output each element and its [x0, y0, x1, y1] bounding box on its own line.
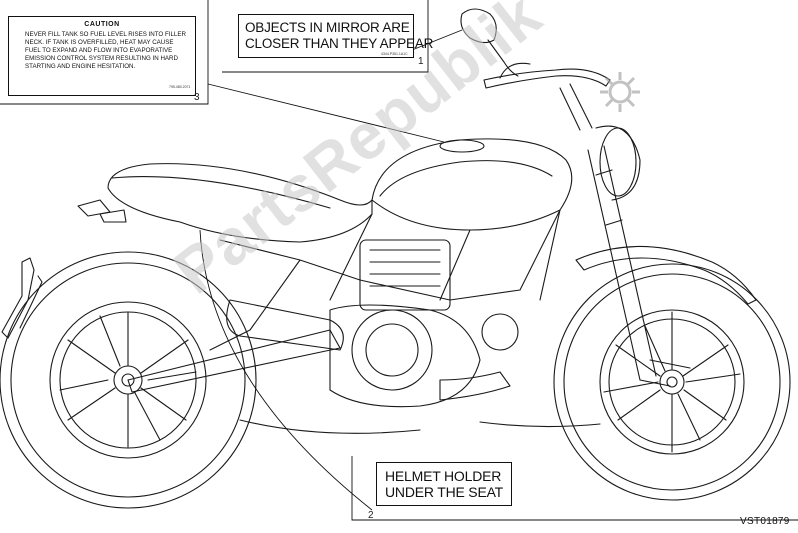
helmet-label: HELMET HOLDER UNDER THE SEAT — [376, 462, 512, 506]
caution-line-2: NECK. IF TANK IS OVERFILLED, HEAT MAY CA… — [25, 39, 174, 46]
helmet-line-1: HELMET HOLDER — [385, 468, 502, 484]
front-wheel — [553, 263, 791, 501]
motorcycle-drawing — [0, 8, 791, 509]
tail-light — [77, 199, 127, 223]
mirror-label: OBJECTS IN MIRROR ARE CLOSER THAN THEY A… — [238, 14, 433, 58]
rear-wheel — [0, 251, 257, 509]
caution-line-4: EMISSION CONTROL SYSTEM RESULTING IN HAR… — [25, 55, 178, 62]
swingarm — [127, 329, 341, 393]
helmet-line-2: UNDER THE SEAT — [385, 484, 504, 500]
leader-lines — [0, 0, 798, 521]
mirror-line-2: CLOSER THAN THEY APPEAR — [245, 36, 434, 51]
caution-line-1: NEVER FILL TANK SO FUEL LEVEL RISES INTO… — [25, 31, 186, 38]
caution-label: CAUTION NEVER FILL TANK SO FUEL LEVEL RI… — [8, 16, 196, 96]
mirror-line-1: OBJECTS IN MIRROR ARE — [245, 20, 410, 35]
seat — [107, 163, 373, 243]
handlebar — [483, 68, 611, 89]
drawing-code: VST01879 — [740, 516, 790, 527]
caution-code: 795.480.2071 — [169, 85, 191, 89]
callout-3: 3 — [194, 92, 200, 103]
mirror-code: 4344.P351.1A1C — [381, 52, 408, 56]
caution-title: CAUTION — [84, 21, 120, 28]
leader-line-mirror-frame — [222, 0, 429, 73]
front-fork — [587, 145, 657, 381]
leader-line-caution — [207, 83, 445, 143]
mirror — [460, 8, 519, 77]
leader-line-caution-frame — [0, 0, 209, 105]
front-fender — [575, 245, 757, 305]
gear-icon — [600, 72, 640, 112]
license-plate-bracket — [1, 257, 43, 339]
leader-line-mirror — [411, 29, 463, 51]
callout-1: 1 — [418, 56, 424, 67]
frame — [209, 209, 561, 351]
callout-2: 2 — [368, 510, 374, 521]
caution-line-5: STARTING AND ENGINE HESITATION. — [25, 63, 136, 70]
leader-line-helmet — [199, 229, 798, 521]
exhaust — [226, 299, 511, 401]
engine — [329, 239, 519, 408]
caution-line-3: FUEL TO EXPAND AND FLOW INTO EVAPORATIVE — [25, 47, 173, 54]
headlight — [595, 125, 641, 201]
fuel-tank — [371, 138, 573, 231]
